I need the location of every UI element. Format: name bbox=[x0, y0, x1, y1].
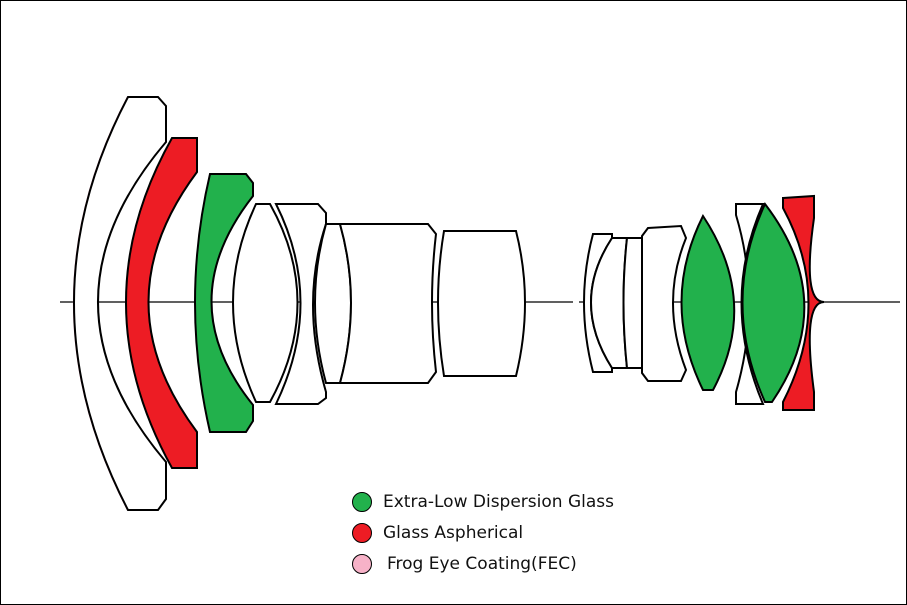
lens-element-4 bbox=[232, 203, 299, 403]
legend-label-aspherical: Glass Aspherical bbox=[383, 522, 524, 543]
lens-element-13-ed bbox=[680, 214, 736, 391]
lens-element-12 bbox=[641, 224, 688, 382]
legend-swatch-fec bbox=[352, 553, 372, 574]
lens-element-16-aspherical bbox=[782, 194, 825, 411]
legend-label-ed: Extra-Low Dispersion Glass bbox=[383, 491, 614, 512]
lens-element-8 bbox=[437, 230, 526, 377]
lens-element-2-aspherical bbox=[125, 137, 198, 469]
lens-element-7 bbox=[338, 223, 438, 384]
lens-element-1 bbox=[73, 96, 167, 511]
legend-item-fec: Frog Eye Coating(FEC) bbox=[352, 548, 614, 579]
lens-element-3-ed bbox=[194, 173, 254, 433]
legend-swatch-ed bbox=[352, 491, 372, 512]
legend: Extra-Low Dispersion Glass Glass Aspheri… bbox=[352, 486, 614, 579]
legend-item-ed: Extra-Low Dispersion Glass bbox=[352, 486, 614, 517]
lens-element-5 bbox=[274, 203, 327, 405]
legend-label-fec: Frog Eye Coating(FEC) bbox=[387, 553, 577, 574]
legend-swatch-aspherical bbox=[352, 522, 372, 543]
lens-element-15-ed bbox=[741, 202, 806, 403]
legend-item-aspherical: Glass Aspherical bbox=[352, 517, 614, 548]
